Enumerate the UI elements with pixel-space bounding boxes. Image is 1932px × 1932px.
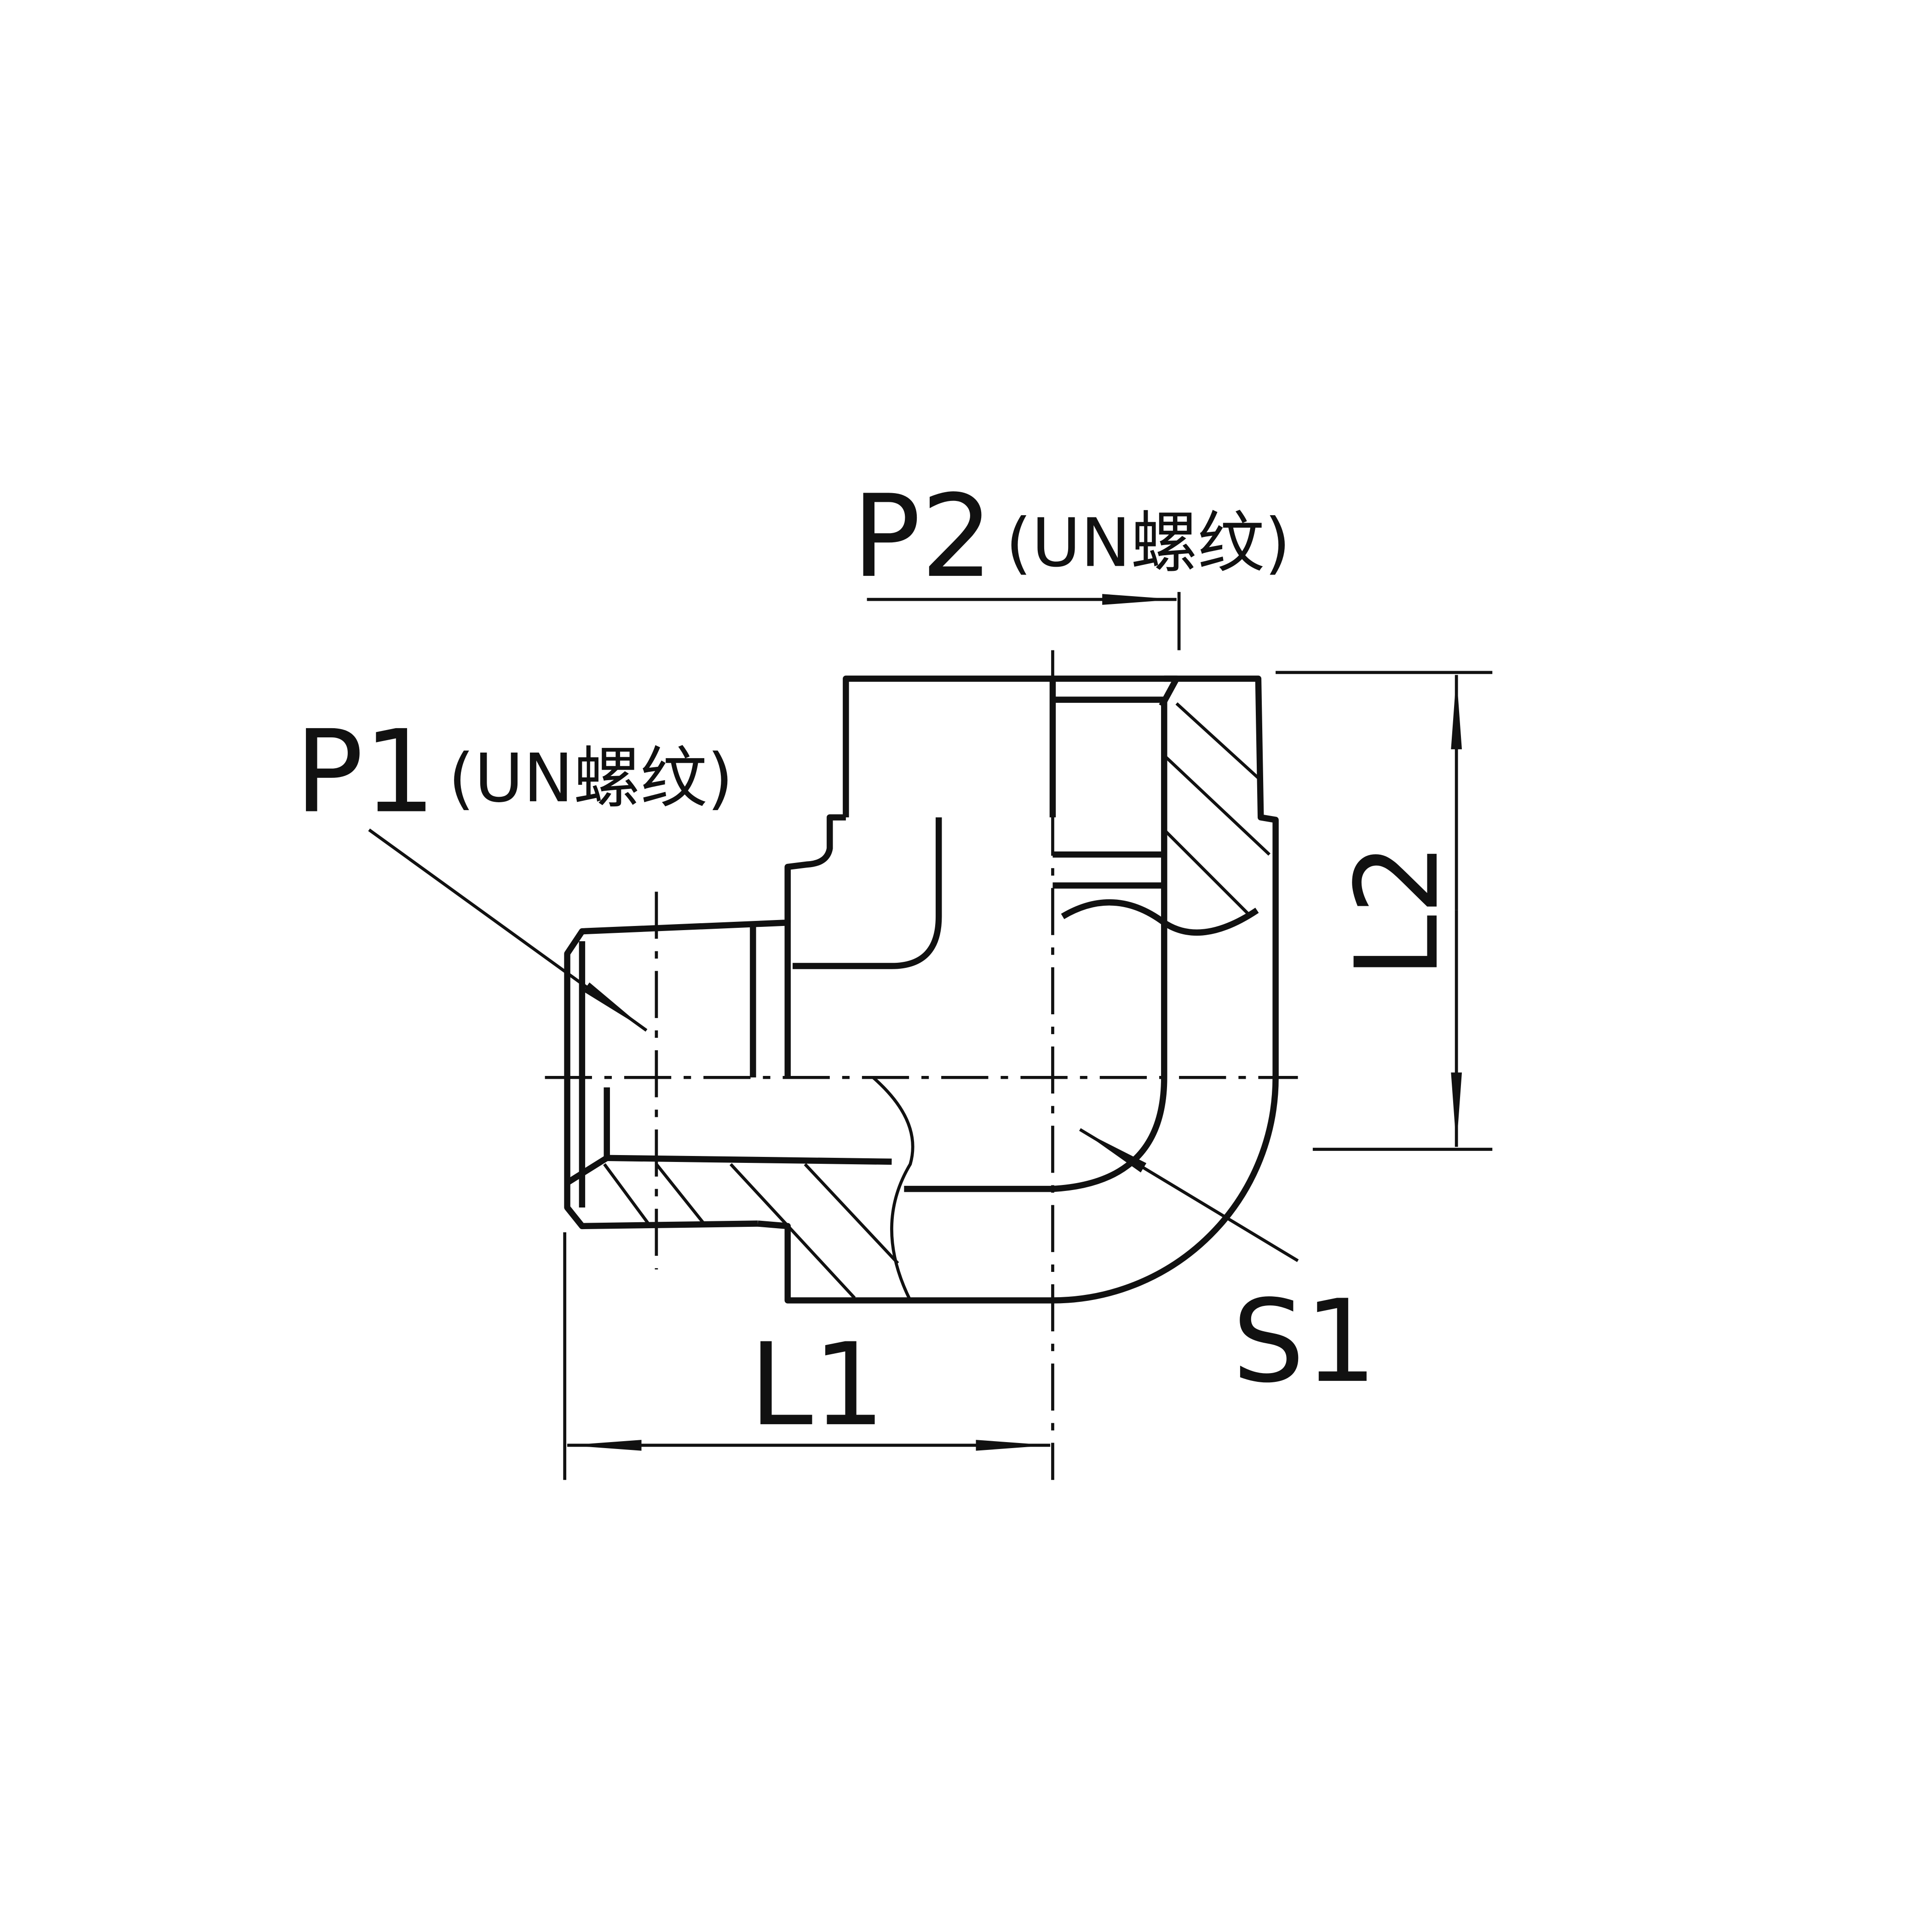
dimension-p2: P2 (UN螺纹) xyxy=(852,471,1290,650)
p2-note: (UN螺纹) xyxy=(1006,504,1290,582)
section-hatching xyxy=(603,702,1271,1299)
dimension-l1: L1 xyxy=(563,1232,1051,1480)
dimension-p1: P1 (UN螺纹) xyxy=(295,706,733,1032)
p1-note: (UN螺纹) xyxy=(448,740,733,817)
p1-label: P1 xyxy=(295,706,436,838)
dimension-s1: S1 xyxy=(1079,1128,1377,1408)
s1-label: S1 xyxy=(1232,1276,1377,1408)
p2-label: P2 xyxy=(852,471,993,603)
dimension-l2: L2 xyxy=(1276,671,1493,1151)
fitting-outline xyxy=(564,675,1279,1304)
l2-label: L2 xyxy=(1331,842,1464,978)
l1-label: L1 xyxy=(749,1319,886,1451)
